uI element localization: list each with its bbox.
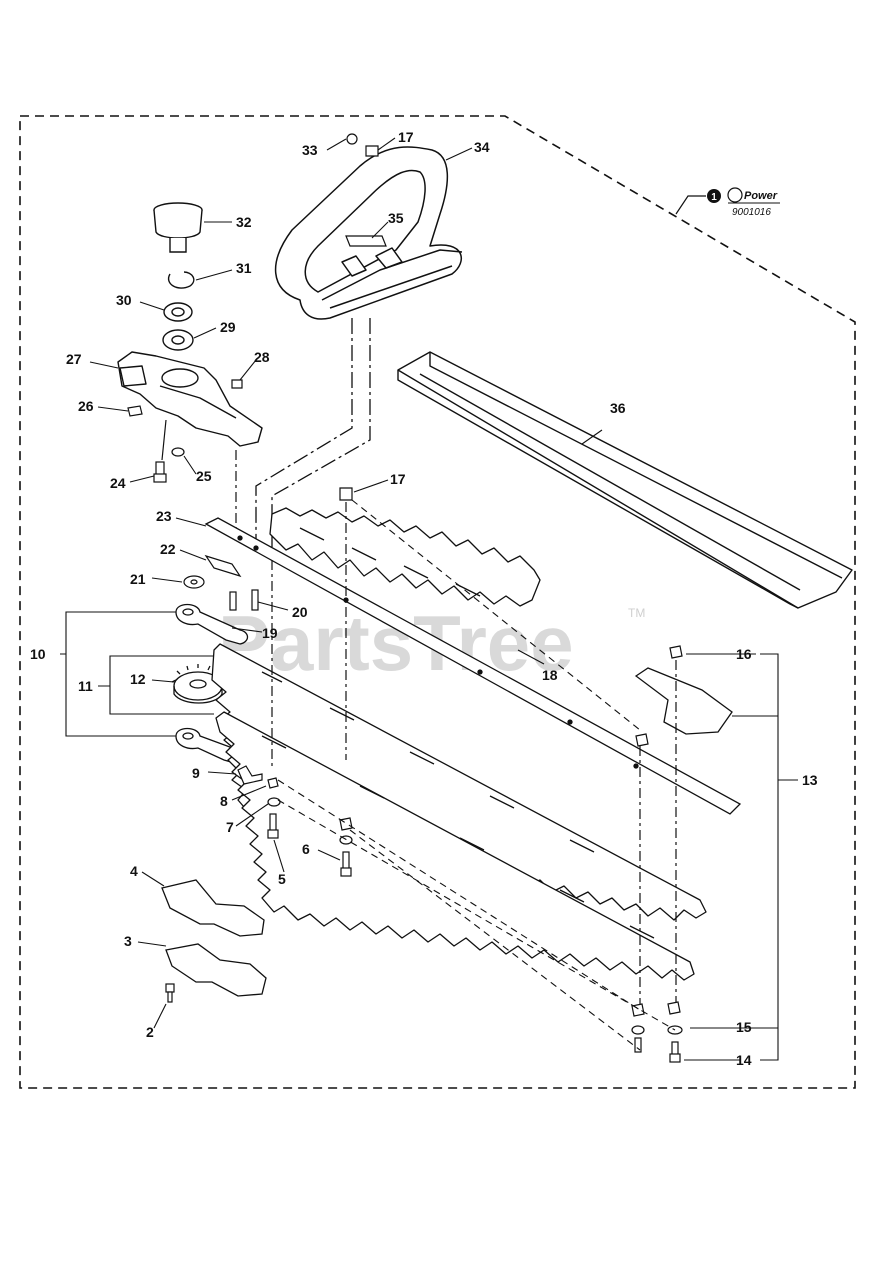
callout-25: 25 <box>196 468 212 484</box>
vertical-axis-lines <box>271 502 677 1004</box>
repower-logo-icon <box>727 187 743 203</box>
callout-32: 32 <box>236 214 252 230</box>
callout-20: 20 <box>292 604 308 620</box>
callout-30: 30 <box>116 292 132 308</box>
part-36-blade-cover <box>397 351 853 609</box>
leader-lines <box>60 137 798 1061</box>
part-23-connecting-bar <box>204 517 742 815</box>
callout-35: 35 <box>388 210 404 226</box>
part-34-handle <box>275 146 463 320</box>
part-32-knob <box>153 202 203 253</box>
callout-26: 26 <box>78 398 94 414</box>
blade-lower <box>215 711 695 981</box>
part-8-nut <box>267 777 279 789</box>
assembly-dashed-lines <box>277 499 676 1051</box>
part-24-axis-line <box>161 419 167 461</box>
callout-3: 3 <box>124 933 132 949</box>
part-7-washer <box>267 797 281 807</box>
callout-13: 13 <box>802 772 818 788</box>
part-5-bolt <box>267 813 279 839</box>
callout-19: 19 <box>262 625 278 641</box>
callout-24: 24 <box>110 475 126 491</box>
part-16-nut <box>669 645 683 659</box>
callout-15: 15 <box>736 1019 752 1035</box>
callout-12: 12 <box>130 671 146 687</box>
part-20-bolts <box>229 589 259 611</box>
callout-27: 27 <box>66 351 82 367</box>
part-21-washer <box>183 575 205 589</box>
callout-14: 14 <box>736 1052 752 1068</box>
callout-7: 7 <box>226 819 234 835</box>
callout-36: 36 <box>610 400 626 416</box>
part-3-cover <box>165 943 267 997</box>
callout-11: 11 <box>78 678 93 694</box>
callout-23: 23 <box>156 508 172 524</box>
part-18-upper-blade <box>269 507 541 607</box>
part-24-bolt <box>153 461 167 483</box>
part-13-guide-plate <box>634 667 733 735</box>
part-9-clip <box>237 765 263 785</box>
callout-9: 9 <box>192 765 200 781</box>
callout-18: 18 <box>542 667 558 683</box>
callout-33: 33 <box>302 142 318 158</box>
part-31-clip <box>167 271 195 289</box>
part-30-bearing <box>163 302 193 322</box>
repower-code: 9001016 <box>732 207 771 218</box>
callout-16: 16 <box>736 646 752 662</box>
callout-17-mid: 17 <box>390 471 406 487</box>
part-17-nut-lower <box>339 487 353 501</box>
part-4-gasket <box>161 879 265 937</box>
part-19-connecting-rod <box>175 603 249 645</box>
callout-10: 10 <box>30 646 46 662</box>
callout-28: 28 <box>254 349 270 365</box>
part-29-bearing <box>162 329 194 351</box>
callout-22: 22 <box>160 541 176 557</box>
part-33-17-top-fasteners <box>346 133 379 157</box>
part-26-grease-fitting <box>127 405 143 417</box>
callout-31: 31 <box>236 260 252 276</box>
watermark-text: PartsTree <box>218 599 574 687</box>
part-35-pad <box>345 235 387 247</box>
callout-17-top: 17 <box>398 129 414 145</box>
callout-4: 4 <box>130 863 138 879</box>
callout-21: 21 <box>130 571 146 587</box>
callout-2: 2 <box>146 1024 154 1040</box>
part-28-nut <box>231 379 243 389</box>
part-22-plate <box>204 554 242 578</box>
part-2-screw <box>165 983 175 1003</box>
repower-marker-number: 1 <box>711 192 717 203</box>
callout-34: 34 <box>474 139 490 155</box>
repower-kit-marker: 1 Power 9001016 <box>675 187 780 218</box>
callout-labels: 33 17 34 32 35 31 30 29 27 28 26 36 24 2… <box>30 129 818 1068</box>
watermark-trademark: TM <box>628 606 645 620</box>
part-25-washer <box>171 447 185 457</box>
repower-label: Power <box>744 190 778 202</box>
callout-5: 5 <box>278 871 286 887</box>
part-27-gear-case <box>117 351 263 447</box>
callout-6: 6 <box>302 841 310 857</box>
handle-attach-lines <box>255 318 371 560</box>
callout-8: 8 <box>220 793 228 809</box>
callout-29: 29 <box>220 319 236 335</box>
part-12-gear <box>171 664 225 704</box>
